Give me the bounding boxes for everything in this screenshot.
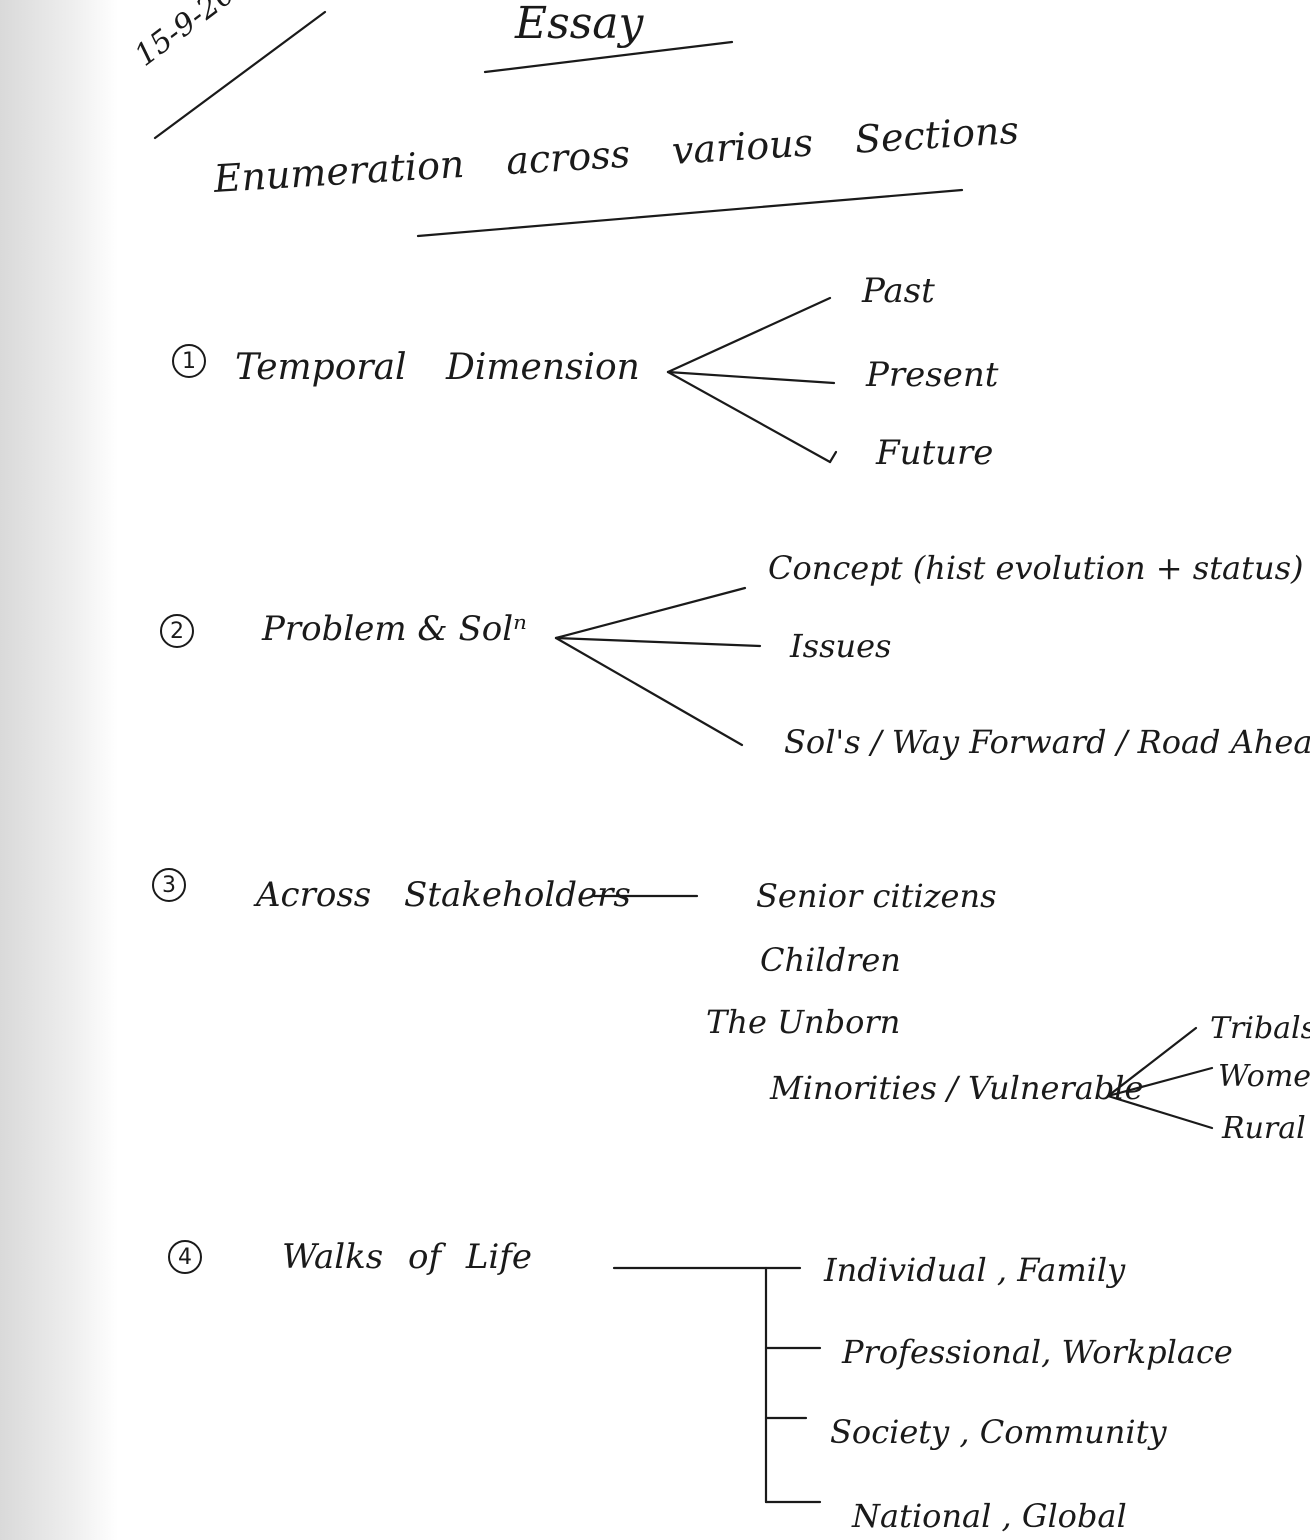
section-3-heading: Across Stakeholders	[256, 875, 631, 915]
section-4-item-professional: Professional, Workplace	[842, 1333, 1233, 1371]
branch-solutions	[554, 636, 744, 747]
branch-future-tip	[828, 450, 838, 464]
section-3-subitem-rural: Rural p	[1222, 1111, 1310, 1146]
section-4-item-national: National , Global	[852, 1497, 1127, 1535]
branch-past	[666, 296, 832, 374]
branch-present	[666, 370, 836, 385]
title-underline	[483, 40, 734, 74]
section-2-item-solutions: Sol's / Way Forward / Road Ahead	[784, 723, 1310, 761]
section-4-number: 4	[168, 1240, 202, 1274]
date-underline	[153, 10, 327, 140]
section-2-number: 2	[160, 614, 194, 648]
page-title: Essay	[515, 0, 644, 49]
page-edge-shadow	[0, 0, 118, 1540]
section-2-item-issues: Issues	[790, 627, 892, 665]
section-2-item-concept: Concept (hist evolution + status)	[768, 549, 1304, 587]
branch-concept	[554, 586, 747, 640]
branch-women	[1106, 1066, 1214, 1098]
section-3-subitem-tribals: Tribals	[1210, 1011, 1310, 1046]
branch-issues	[554, 636, 762, 648]
section-3-item-vulnerable: Minorities / Vulnerable	[770, 1069, 1144, 1107]
section-1-heading: Temporal Dimension	[235, 347, 640, 388]
section-2-heading: Problem & Solⁿ	[262, 609, 527, 649]
section-4-item-individual: Individual , Family	[824, 1251, 1126, 1289]
subtitle-underline	[416, 188, 964, 238]
section-1-number: 1	[172, 344, 206, 378]
branch-rural	[1106, 1094, 1214, 1130]
section-3-item-unborn: The Unborn	[706, 1003, 901, 1041]
branch-tribals	[1106, 1026, 1198, 1098]
section-1-item-future: Future	[876, 433, 994, 473]
section-3-item-children: Children	[760, 941, 901, 979]
section-1-item-present: Present	[866, 355, 999, 395]
section-3-item-senior: Senior citizens	[756, 877, 997, 915]
section-4-heading: Walks of Life	[282, 1237, 533, 1277]
section-3-number: 3	[152, 868, 186, 902]
section-1-item-past: Past	[862, 271, 935, 311]
branch-future	[666, 370, 832, 464]
section-4-item-society: Society , Community	[830, 1413, 1167, 1451]
section-3-subitem-women: Women/	[1218, 1059, 1310, 1094]
